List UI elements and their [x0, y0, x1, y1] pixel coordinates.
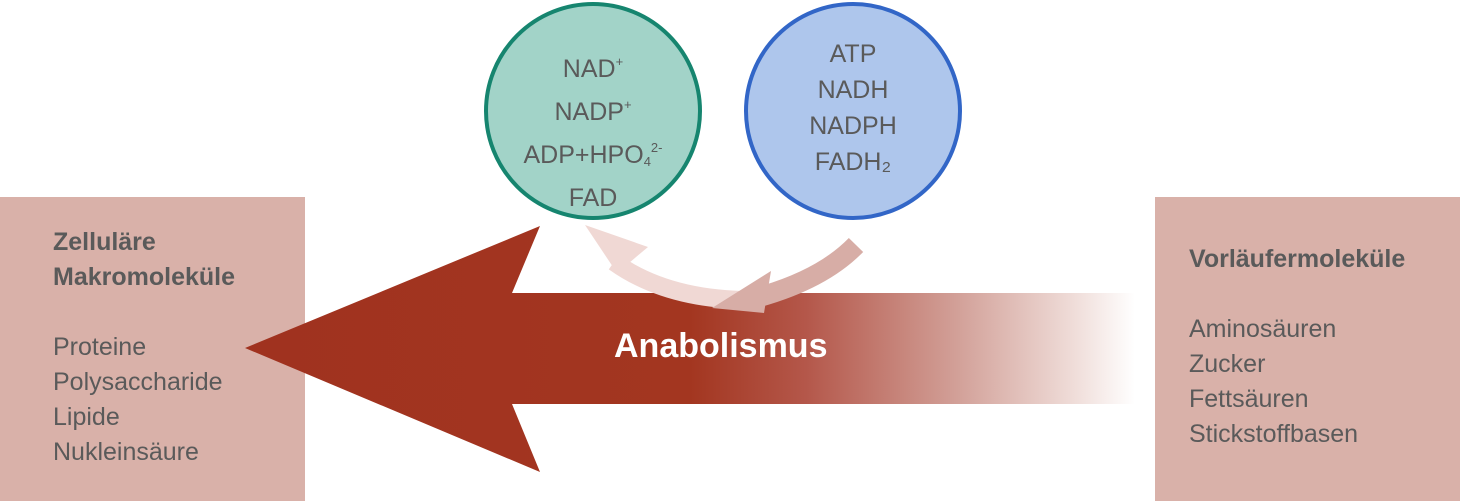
list-item: Fettsäuren	[1189, 385, 1309, 413]
precursor-title: Vorläufermoleküle	[1189, 245, 1406, 273]
cofactor-atp: ATP	[829, 40, 877, 68]
cofactor-fadh2: FADH₂	[814, 148, 892, 176]
cofactor-nad: NAD+	[562, 54, 624, 83]
cofactor-nadph: NADPH	[809, 112, 897, 140]
cofactor-nadh: NADH	[817, 76, 889, 104]
cofactor-fad: FAD	[568, 184, 618, 212]
list-item: Nukleinsäure	[53, 438, 199, 466]
cofactor-nadp: NADP+	[554, 97, 632, 126]
macromolecules-title-line1: Zelluläre	[53, 228, 156, 256]
reduced-cofactors-circle	[744, 2, 962, 220]
list-item: Lipide	[53, 403, 120, 431]
oxidized-cofactors-list: NAD+ NADP+ ADP+HPO42- FAD	[493, 44, 693, 216]
list-item: Proteine	[53, 333, 147, 361]
energy-arrow-head	[712, 271, 771, 313]
anabolism-arrow	[245, 226, 1135, 472]
precursor-list: Aminosäuren Zucker Fettsäuren Stickstoff…	[1189, 312, 1358, 452]
list-item: Aminosäuren	[1189, 315, 1337, 343]
list-item: Zucker	[1189, 350, 1266, 378]
macromolecules-title-line2: Makromoleküle	[53, 263, 236, 291]
return-arrow-head	[585, 225, 648, 273]
macromolecules-list: Proteine Polysaccharide Lipide Nukleinsä…	[53, 330, 223, 470]
process-label: Anabolismus	[614, 327, 828, 365]
cofactor-adp-phosphate: ADP+HPO42-	[523, 140, 663, 169]
oxidized-cofactors-circle	[484, 2, 702, 220]
precursor-molecules-box	[1155, 197, 1460, 501]
list-item: Stickstoffbasen	[1189, 420, 1359, 448]
list-item: Polysaccharide	[53, 368, 223, 396]
reduced-cofactors-list: ATP NADH NADPH FADH₂	[753, 36, 953, 180]
macromolecules-title: Zelluläre Makromoleküle	[53, 225, 235, 295]
